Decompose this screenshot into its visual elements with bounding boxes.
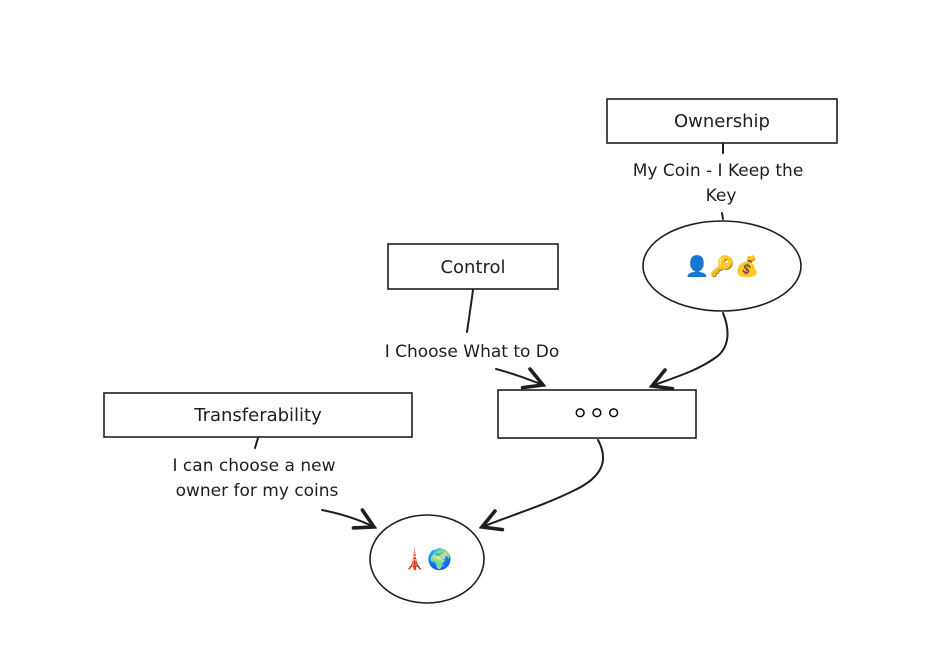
transferability-connector	[254, 437, 259, 449]
control-label: Control	[440, 257, 505, 278]
transfer-icon-node[interactable]: 🗼🌍	[369, 514, 485, 604]
ownership-emoji: 👤🔑💰	[685, 254, 760, 278]
transfer-annotation-line2: owner for my coins	[176, 481, 339, 501]
transfer-arrow	[321, 508, 378, 530]
ownership-node[interactable]: Ownership	[606, 98, 838, 144]
transferability-node[interactable]: Transferability	[103, 392, 413, 438]
ownership-icon-node[interactable]: 👤🔑💰	[642, 220, 802, 312]
ownership-tick	[721, 212, 724, 220]
control-node[interactable]: Control	[387, 243, 559, 290]
ownership-arrow	[648, 312, 729, 391]
control-icon-node[interactable]: ⚪⚪⚪	[497, 389, 697, 439]
control-arrow	[495, 367, 547, 390]
control-annotation: I Choose What to Do	[385, 342, 560, 362]
ownership-label: Ownership	[674, 111, 770, 132]
transfer-annotation-line1: I can choose a new	[173, 456, 336, 476]
control-emoji: ⚪⚪⚪	[572, 401, 622, 425]
center-to-bottom-arrow	[478, 439, 604, 532]
ownership-annotation-line1: My Coin - I Keep the	[633, 161, 804, 181]
ownership-annotation-line2: Key	[706, 186, 737, 206]
control-connector	[466, 289, 474, 333]
transfer-emoji: 🗼🌍	[402, 547, 452, 571]
transferability-label: Transferability	[193, 405, 322, 426]
